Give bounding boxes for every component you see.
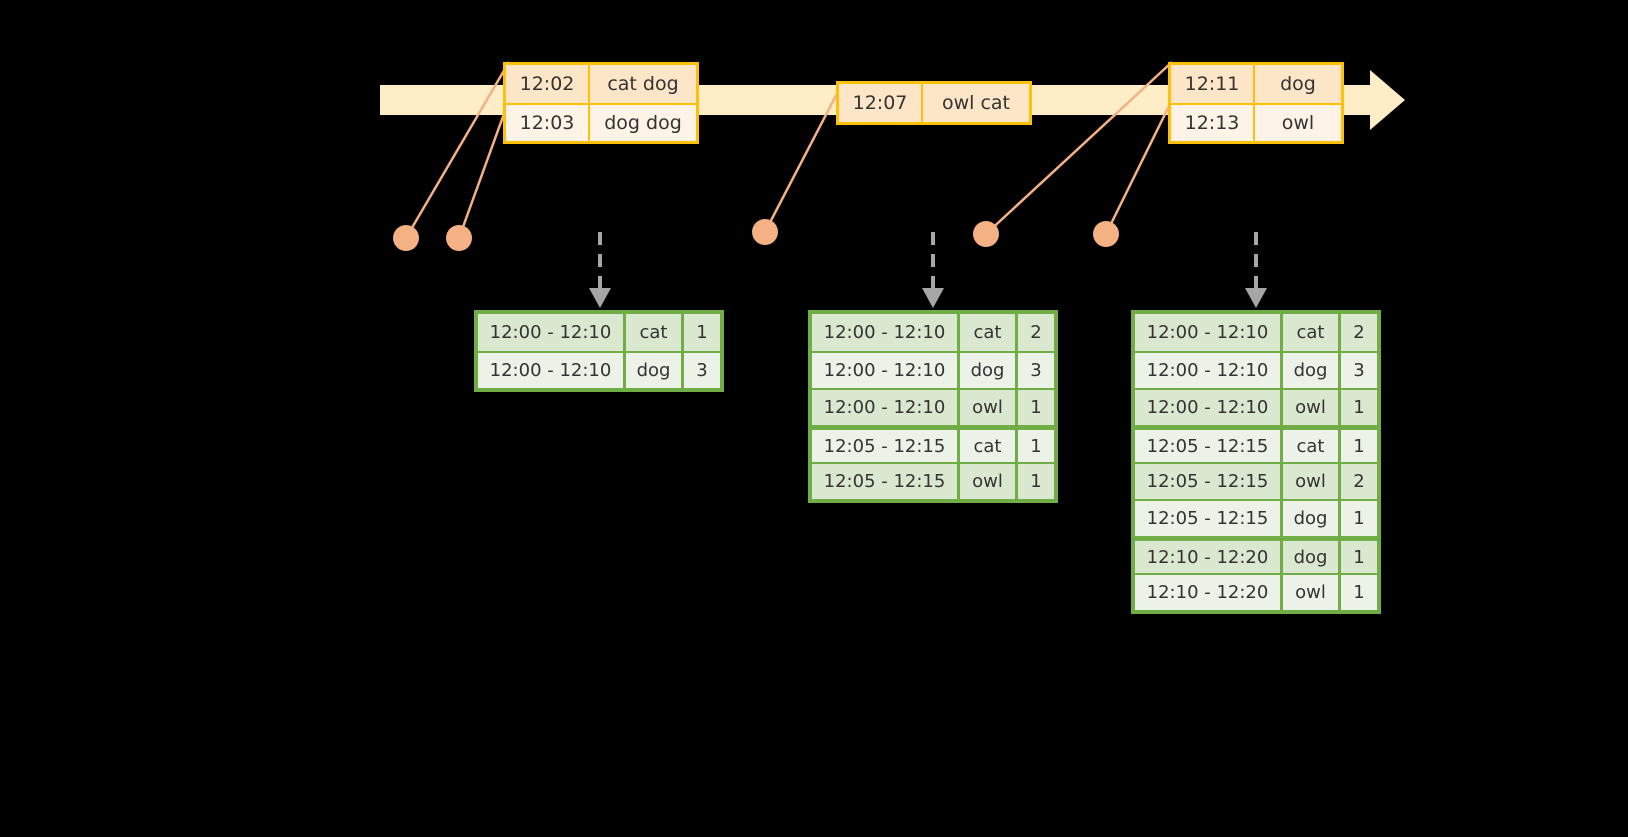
cell-window: 12:00 - 12:10 bbox=[478, 353, 626, 388]
connector-line bbox=[457, 99, 511, 239]
cell-count: 1 bbox=[1353, 435, 1365, 457]
connector-dot-1211 bbox=[973, 221, 999, 247]
down-arrow-head-icon bbox=[922, 288, 944, 308]
timeline-event-row: 12:07 owl cat bbox=[839, 84, 1029, 122]
cell-count: 1 bbox=[1353, 508, 1365, 529]
cell-count: 2 bbox=[1030, 322, 1042, 343]
down-arrow-head-icon bbox=[589, 288, 611, 308]
event-words: cat dog bbox=[607, 73, 679, 95]
cell-word: owl bbox=[1283, 390, 1341, 425]
cell-window: 12:05 - 12:15 bbox=[1135, 464, 1283, 499]
cell-word: owl bbox=[960, 464, 1018, 499]
timeline-event-row: 12:13 owl bbox=[1171, 103, 1341, 141]
cell-word: cat bbox=[960, 314, 1018, 351]
timeline-event-row: 12:03 dog dog bbox=[506, 103, 696, 141]
cell-count: 2 bbox=[1353, 322, 1365, 343]
connector-dot-1202 bbox=[393, 225, 419, 251]
timeline-arrowhead-icon bbox=[1370, 70, 1405, 130]
timeline-event-row: 12:02 cat dog bbox=[506, 65, 696, 103]
cell-word: owl bbox=[1283, 575, 1341, 610]
event-words: dog bbox=[1280, 73, 1316, 95]
connector-dot-1213 bbox=[1093, 221, 1119, 247]
cell-word: cat bbox=[1283, 314, 1341, 351]
event-time: 12:07 bbox=[839, 84, 923, 122]
cell-count: 3 bbox=[696, 360, 708, 381]
event-words: owl bbox=[1281, 112, 1315, 134]
timeline-event-box-3: 12:11 dog 12:13 owl bbox=[1168, 62, 1344, 144]
cell-window: 12:00 - 12:10 bbox=[478, 314, 626, 351]
event-words: owl cat bbox=[941, 92, 1011, 114]
connector-dot-1203 bbox=[446, 225, 472, 251]
cell-window: 12:00 - 12:10 bbox=[1135, 353, 1283, 388]
cell-word: dog bbox=[1283, 353, 1341, 388]
timeline-event-box-2: 12:07 owl cat bbox=[836, 81, 1032, 125]
cell-window: 12:05 - 12:15 bbox=[812, 464, 960, 499]
event-time: 12:13 bbox=[1171, 105, 1255, 141]
cell-count: 3 bbox=[1353, 360, 1365, 381]
down-arrow-to-table-3 bbox=[1245, 232, 1267, 308]
cell-count: 1 bbox=[1353, 397, 1365, 418]
cell-window: 12:05 - 12:15 bbox=[1135, 430, 1283, 462]
cell-word: owl bbox=[1283, 464, 1341, 499]
cell-word: owl bbox=[960, 390, 1018, 425]
down-arrow-to-table-2 bbox=[922, 232, 944, 308]
cell-word: cat bbox=[1283, 430, 1341, 462]
timeline-event-box-1: 12:02 cat dog 12:03 dog dog bbox=[503, 62, 699, 144]
cell-window: 12:10 - 12:20 bbox=[1135, 541, 1283, 573]
down-arrow-to-table-1 bbox=[589, 232, 611, 308]
cell-word: dog bbox=[1283, 541, 1341, 573]
cell-count: 1 bbox=[696, 322, 708, 343]
cell-window: 12:10 - 12:20 bbox=[1135, 575, 1283, 610]
connector-line bbox=[1104, 99, 1174, 235]
event-words: dog dog bbox=[604, 112, 682, 134]
cell-count: 1 bbox=[1353, 546, 1365, 568]
cell-window: 12:00 - 12:10 bbox=[812, 314, 960, 351]
cell-window: 12:05 - 12:15 bbox=[812, 430, 960, 462]
connector-dot-1207 bbox=[752, 219, 778, 245]
cell-count: 1 bbox=[1030, 397, 1042, 418]
cell-word: dog bbox=[1283, 501, 1341, 536]
cell-word: cat bbox=[626, 314, 684, 351]
event-time: 12:11 bbox=[1171, 65, 1255, 103]
cell-window: 12:00 - 12:10 bbox=[1135, 314, 1283, 351]
cell-count: 3 bbox=[1030, 360, 1042, 381]
cell-word: dog bbox=[626, 353, 684, 388]
cell-word: dog bbox=[960, 353, 1018, 388]
cell-window: 12:05 - 12:15 bbox=[1135, 501, 1283, 536]
cell-count: 1 bbox=[1030, 471, 1042, 492]
cell-window: 12:00 - 12:10 bbox=[812, 353, 960, 388]
timeline-event-row: 12:11 dog bbox=[1171, 65, 1341, 103]
cell-count: 1 bbox=[1353, 582, 1365, 603]
cell-word: cat bbox=[960, 430, 1018, 462]
cell-window: 12:00 - 12:10 bbox=[1135, 390, 1283, 425]
cell-count: 2 bbox=[1353, 471, 1365, 492]
cell-count: 1 bbox=[1030, 435, 1042, 457]
down-arrow-head-icon bbox=[1245, 288, 1267, 308]
event-time: 12:03 bbox=[506, 105, 590, 141]
event-time: 12:02 bbox=[506, 65, 590, 103]
cell-window: 12:00 - 12:10 bbox=[812, 390, 960, 425]
